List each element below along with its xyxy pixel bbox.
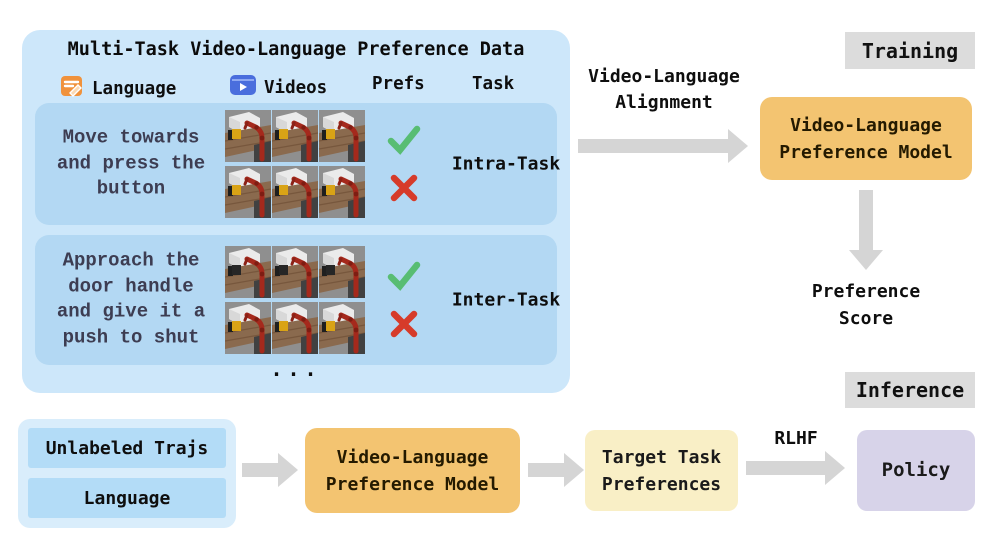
video-strip-rejected <box>225 166 365 218</box>
column-language: Language <box>60 74 176 103</box>
language-input-box: Language <box>28 478 226 518</box>
preference-model-box-training: Video-Language Preference Model <box>760 97 972 180</box>
video-strip-preferred <box>225 110 365 162</box>
video-strips <box>225 110 365 218</box>
column-language-label: Language <box>92 78 177 99</box>
task-type-label: Inter-Task <box>451 289 561 311</box>
column-task: Task <box>472 74 514 94</box>
column-task-label: Task <box>472 74 515 94</box>
inference-section-label: Inference <box>845 372 975 408</box>
arrow-right-icon <box>242 453 298 487</box>
alignment-arrow-label: Video-Language Alignment <box>588 66 740 114</box>
preference-model-box-inference: Video-Language Preference Model <box>305 428 520 513</box>
preference-marks <box>387 125 421 203</box>
green-check-icon <box>387 125 421 155</box>
arrow-right-icon <box>528 453 584 487</box>
arrow-right-icon <box>746 451 845 485</box>
training-section-label: Training <box>845 32 975 69</box>
column-prefs: Prefs <box>372 74 425 94</box>
preference-score-label: Preference Score <box>811 281 921 329</box>
note-pencil-icon <box>60 74 84 103</box>
preference-marks <box>387 261 421 339</box>
video-strip-rejected <box>225 302 365 354</box>
policy-box: Policy <box>857 430 975 511</box>
unlabeled-trajs-box: Unlabeled Trajs <box>28 428 226 468</box>
task-type-label: Intra-Task <box>451 153 561 175</box>
red-cross-icon <box>390 174 418 202</box>
target-task-preferences-box: Target Task Preferences <box>585 430 738 511</box>
preference-row-inter-task: Approach the door handle and give it a p… <box>35 235 560 365</box>
inference-inputs-container: Unlabeled Trajs Language <box>18 419 236 528</box>
column-videos: Videos <box>230 74 327 101</box>
arrow-down-icon <box>849 190 883 270</box>
red-cross-icon <box>390 310 418 338</box>
panel-title: Multi-Task Video-Language Preference Dat… <box>67 39 525 60</box>
column-prefs-label: Prefs <box>372 74 425 94</box>
green-check-icon <box>387 261 421 291</box>
more-rows-ellipsis: ... <box>270 357 322 381</box>
column-videos-label: Videos <box>264 77 328 98</box>
video-strip-preferred <box>225 246 365 298</box>
column-header-row: Language Videos Prefs Task <box>22 74 570 104</box>
video-strips <box>225 246 365 354</box>
video-player-icon <box>230 74 256 101</box>
preference-row-intra-task: Move towards and press the button Intra-… <box>35 103 560 225</box>
preference-data-panel: Multi-Task Video-Language Preference Dat… <box>22 30 570 393</box>
arrow-right-icon <box>578 129 748 163</box>
language-instruction: Approach the door handle and give it a p… <box>56 249 206 349</box>
rlhf-arrow-label: RLHF <box>774 428 818 449</box>
language-instruction: Move towards and press the button <box>56 126 206 200</box>
